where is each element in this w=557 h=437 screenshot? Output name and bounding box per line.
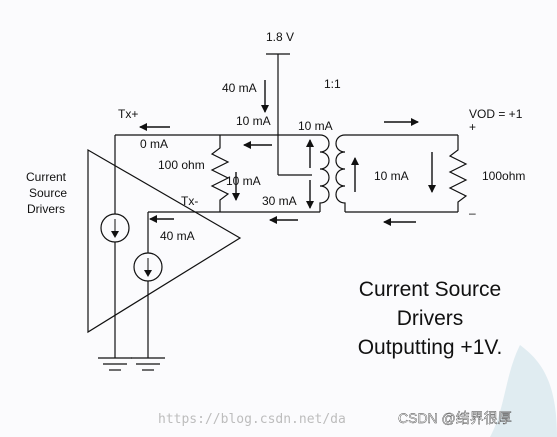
resistor-100-left (210, 135, 230, 212)
tx-plus-label: Tx+ (118, 107, 138, 121)
caption-line1: Current Source (359, 278, 501, 301)
corner-decoration (490, 345, 557, 437)
supply-label: 1.8 V (266, 30, 294, 44)
caption-line3: Outputting +1V. (358, 336, 503, 359)
driver-label-line1: Current (26, 170, 67, 184)
current-40-bottom-label: 40 mA (160, 229, 195, 243)
caption-line2: Drivers (397, 307, 464, 330)
current-zero-label: 0 mA (140, 137, 168, 151)
supply-current-label: 40 mA (222, 81, 257, 95)
driver-label-line2: Source (29, 186, 67, 200)
current-top-right-label: 10 mA (298, 119, 333, 133)
current-top-left-label: 10 mA (236, 114, 271, 128)
transformer-secondary (335, 134, 346, 212)
vod-label: VOD = +1 (469, 107, 523, 121)
minus-label: – (469, 206, 476, 220)
ratio-label: 1:1 (324, 77, 341, 91)
driver-label-line3: Drivers (27, 202, 65, 216)
resistor-right-label: 100ohm (482, 169, 525, 183)
current-mid-label: 10 mA (226, 174, 261, 188)
resistor-left-label: 100 ohm (158, 158, 205, 172)
current-30-label: 30 mA (262, 194, 297, 208)
transformer-primary (319, 134, 330, 212)
watermark-brand: CSDN @结界很厚 (398, 410, 512, 426)
driver-triangle (87, 148, 242, 334)
resistor-100-right (448, 135, 468, 212)
ground-left (98, 357, 132, 371)
ground-right (131, 357, 165, 371)
watermark-url: https://blog.csdn.net/da (158, 412, 346, 427)
secondary-current-label: 10 mA (374, 169, 409, 183)
plus-label: + (469, 120, 476, 134)
tx-minus-label: Tx- (181, 194, 198, 208)
